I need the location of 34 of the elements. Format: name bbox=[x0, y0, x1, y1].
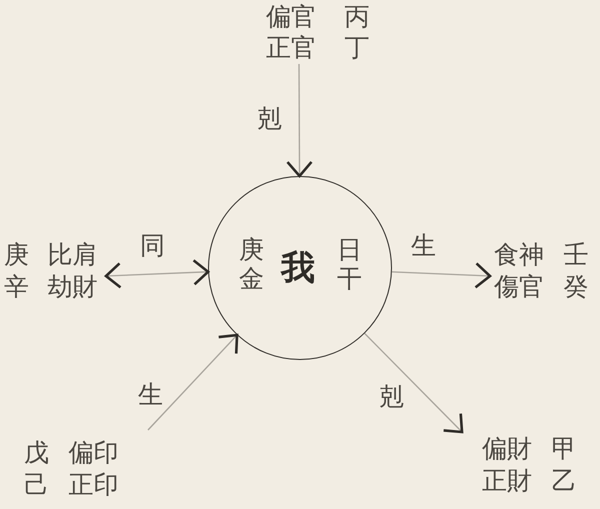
node-text: 食神 bbox=[494, 240, 545, 271]
node-text: 偏官 bbox=[266, 2, 317, 33]
vertical-text: 日干 bbox=[337, 235, 363, 293]
node-text: 劫財 bbox=[48, 272, 98, 303]
vertical-text: 庚金 bbox=[239, 235, 265, 293]
node-text: 丁 bbox=[344, 33, 370, 64]
arrow bbox=[364, 333, 464, 434]
node-text: 癸 bbox=[564, 272, 590, 303]
node-text: 甲 bbox=[552, 434, 578, 465]
node-text: 正財 bbox=[482, 466, 533, 497]
node-text: 丙 bbox=[344, 2, 370, 33]
node-text: 偏印 bbox=[68, 438, 120, 469]
arrow bbox=[148, 334, 238, 430]
node-text: 庚 bbox=[4, 240, 30, 271]
edge-label: 生 bbox=[138, 381, 163, 409]
arrow bbox=[392, 262, 492, 289]
node-text: 正官 bbox=[266, 33, 317, 64]
arrow bbox=[286, 64, 313, 178]
edge-label: 生 bbox=[411, 232, 436, 260]
node-text: 壬 bbox=[564, 240, 590, 271]
node-text: 戊 bbox=[24, 438, 50, 469]
edge-label: 剋 bbox=[379, 383, 404, 411]
node-text: 乙 bbox=[552, 466, 578, 497]
center-character: 我 bbox=[281, 249, 315, 287]
circle-node bbox=[208, 176, 392, 360]
node-text: 己 bbox=[24, 470, 50, 501]
node-text: 辛 bbox=[4, 272, 30, 303]
node-text: 正印 bbox=[68, 470, 120, 501]
node-text: 偏財 bbox=[482, 434, 533, 465]
arrow bbox=[104, 259, 210, 289]
node-text: 比肩 bbox=[48, 240, 98, 271]
edge-label: 剋 bbox=[257, 105, 282, 133]
edge-label: 同 bbox=[140, 232, 165, 260]
node-text: 傷官 bbox=[494, 272, 545, 303]
